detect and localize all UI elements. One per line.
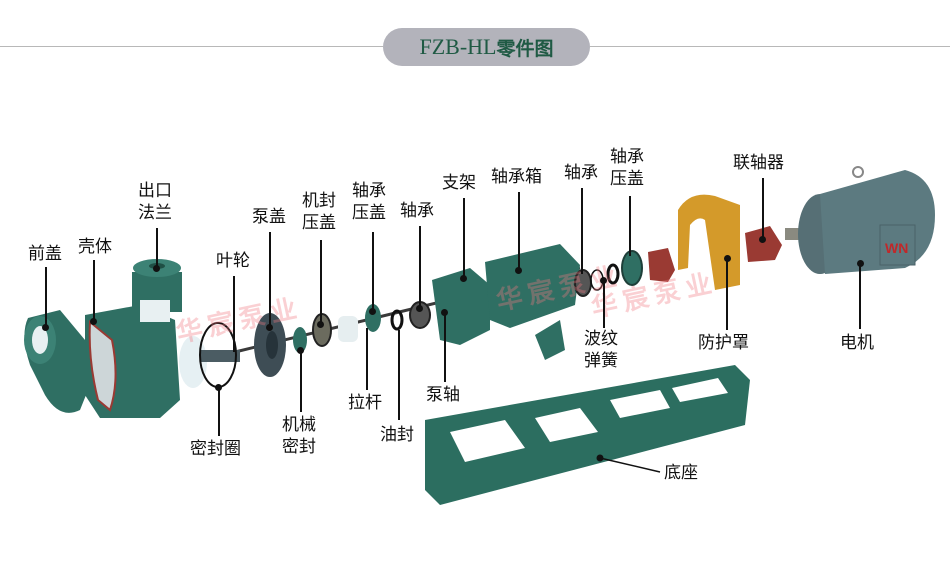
label-wave-spring: 波纹 弹簧 <box>584 329 618 371</box>
coupling-half-1-part <box>648 248 675 282</box>
casing-part <box>85 259 182 418</box>
label-impeller: 叶轮 <box>216 251 250 271</box>
label-outlet-flange: 出口 法兰 <box>138 181 172 223</box>
leader-bearing-gland-2 <box>629 196 631 256</box>
leader-motor <box>859 263 861 329</box>
label-bearing-1: 轴承 <box>400 201 434 221</box>
oil-seal-part <box>390 309 404 331</box>
label-bearing-box: 轴承箱 <box>491 167 542 187</box>
label-coupling: 联轴器 <box>733 153 784 173</box>
label-mechanical-seal: 机械 密封 <box>282 415 316 457</box>
leader-mechanical-seal <box>300 350 302 412</box>
label-seal-gland: 机封 压盖 <box>302 191 336 233</box>
label-pump-shaft: 泵轴 <box>426 385 460 405</box>
leader-bearing-1 <box>419 226 421 308</box>
leader-dot <box>90 318 97 325</box>
header-rule-right <box>590 46 950 47</box>
title-suffix: 零件图 <box>496 37 554 60</box>
bearing-box-part <box>485 244 580 328</box>
svg-text:WN: WN <box>885 240 908 256</box>
leader-casing <box>93 260 95 320</box>
leader-dot <box>153 265 160 272</box>
guard-part <box>678 194 740 290</box>
base-part <box>425 365 750 505</box>
label-motor: 电机 <box>840 333 874 353</box>
leader-dot <box>416 305 423 312</box>
label-front-cover: 前盖 <box>28 244 62 264</box>
label-oil-seal: 油封 <box>380 425 414 445</box>
bracket-foot-part <box>535 320 565 360</box>
leader-bearing-2 <box>581 188 583 274</box>
label-seal-ring: 密封圈 <box>190 439 241 459</box>
bracket-part <box>432 268 490 345</box>
leader-dot <box>460 275 467 282</box>
leader-wave-spring <box>603 280 605 328</box>
leader-dot <box>600 277 607 284</box>
coupling-half-2-part <box>745 226 782 262</box>
label-bearing-gland-1: 轴承 压盖 <box>352 181 386 223</box>
leader-oil-seal <box>398 330 400 420</box>
front-cover-part <box>24 310 91 413</box>
title-model: FZB-HL <box>419 34 497 59</box>
leader-impeller <box>233 276 235 352</box>
leader-bracket <box>463 198 465 278</box>
leader-tie-rod <box>366 328 368 390</box>
leader-dot <box>317 321 324 328</box>
label-bearing-gland-2: 轴承 压盖 <box>610 147 644 189</box>
header-rule-left <box>0 46 383 47</box>
label-tie-rod: 拉杆 <box>348 393 382 413</box>
leader-seal-ring <box>218 386 220 436</box>
leader-dot <box>515 267 522 274</box>
leader-pump-cover <box>269 232 271 326</box>
leader-coupling <box>762 178 764 238</box>
leader-dot <box>42 324 49 331</box>
diagram-title: FZB-HL 零件图 <box>383 28 590 66</box>
label-bracket: 支架 <box>442 173 476 193</box>
label-guard: 防护罩 <box>698 333 749 353</box>
leader-outlet-flange <box>156 228 158 268</box>
label-casing: 壳体 <box>78 237 112 257</box>
mechanical-seal-part <box>293 327 307 353</box>
leader-front-cover <box>45 267 47 327</box>
motor-part: WN <box>798 166 935 274</box>
leader-pump-shaft <box>444 312 446 382</box>
leader-dot <box>369 308 376 315</box>
leader-bearing-box <box>518 192 520 270</box>
leader-dot <box>297 347 304 354</box>
impeller-part <box>179 322 240 388</box>
leader-dot <box>441 309 448 316</box>
seal-body-part <box>338 316 358 342</box>
leader-dot <box>266 324 273 331</box>
leader-dot <box>215 384 222 391</box>
leader-dot <box>759 236 766 243</box>
pump-cover-part <box>254 313 286 377</box>
leader-bearing-gland-1 <box>372 232 374 310</box>
leader-seal-gland <box>320 240 322 324</box>
oil-seal-2-part <box>606 263 620 285</box>
label-bearing-2: 轴承 <box>564 163 598 183</box>
label-pump-cover: 泵盖 <box>252 207 286 227</box>
bearing-gland-2-part <box>621 250 643 286</box>
label-base: 底座 <box>664 463 698 483</box>
leader-guard <box>726 258 728 330</box>
